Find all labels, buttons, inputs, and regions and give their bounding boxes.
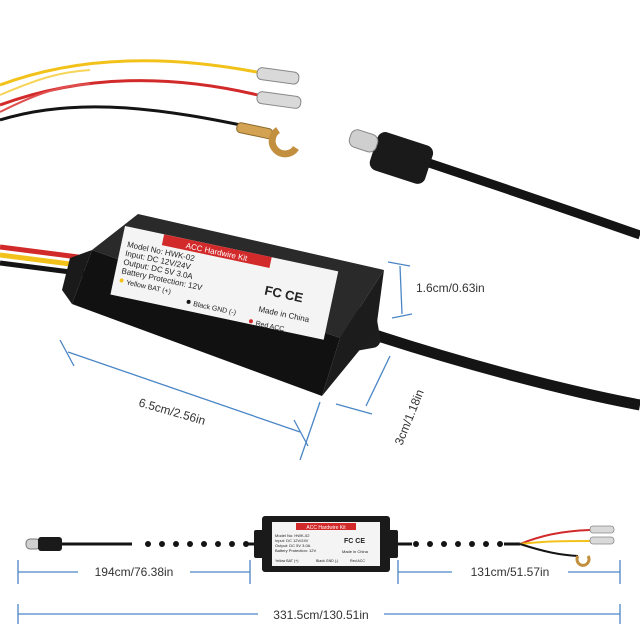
- usb-c-plug: [348, 129, 640, 240]
- overview-dotted-right: [413, 541, 503, 547]
- overview-label-title: ACC Hardwire Kit: [306, 525, 346, 531]
- dim-length: [59, 339, 321, 461]
- dim-width: [335, 355, 391, 415]
- overview-dotted-left: [145, 541, 249, 547]
- bullet-terminal-yellow: [256, 67, 300, 85]
- dim-total-text: 331.5cm/130.51in: [273, 608, 368, 622]
- label-title-bar: [161, 234, 272, 268]
- input-wires: [0, 59, 263, 130]
- overview-line-4: Battery Protection: 12V: [275, 548, 316, 553]
- dim-height: [387, 261, 413, 319]
- overview-wire-red: Red ACC: [350, 559, 365, 563]
- dim-length-text: 6.5cm/2.56in: [137, 395, 207, 427]
- overview-line-2: Input: DC 12V/24V: [275, 538, 309, 543]
- ring-terminal: [236, 122, 299, 158]
- output-cable: [336, 306, 640, 411]
- overview-box: ACC Hardwire Kit Model No: HWK-02 Input:…: [254, 516, 398, 572]
- dim-left-cable-text: 194cm/76.38in: [95, 565, 174, 579]
- bullet-terminal-red: [256, 91, 302, 109]
- dim-right-cable-text: 131cm/51.57in: [471, 565, 550, 579]
- overview-line-3: Output: DC 5V 3.0A: [275, 543, 311, 548]
- red-dot-icon: [248, 319, 253, 324]
- overview-cert: FC CE: [344, 538, 365, 545]
- overview-wire-black: Black GND (-): [316, 559, 338, 563]
- overview-wire-yellow: Yellow BAT (+): [275, 559, 298, 563]
- black-dot-icon: [186, 299, 191, 304]
- overview-made-in: Made in China: [342, 549, 369, 554]
- dim-height-text: 1.6cm/0.63in: [416, 281, 485, 295]
- overview-usb-plug: [25, 537, 132, 551]
- overview-line-1: Model No: HWK-02: [275, 533, 310, 538]
- overview-wire-ends: [504, 525, 615, 567]
- dim-width-text: 3cm/1.18in: [392, 387, 427, 447]
- yellow-dot-icon: [119, 278, 124, 283]
